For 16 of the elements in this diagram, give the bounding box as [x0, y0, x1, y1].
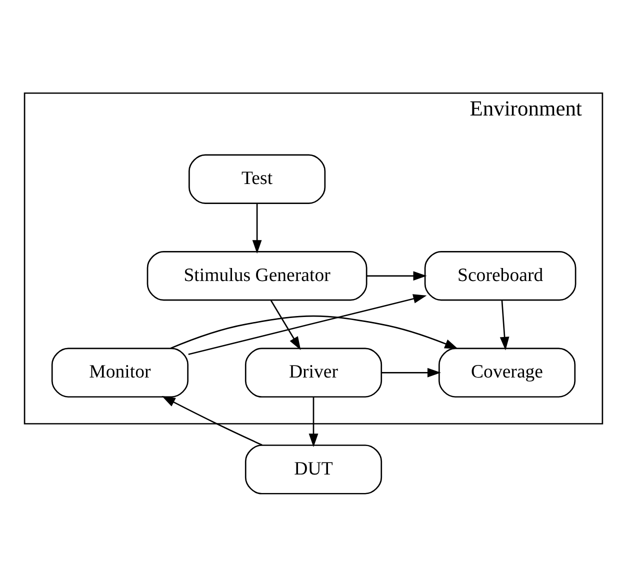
node-box: Monitor — [51, 347, 189, 398]
node-box: Coverage — [438, 347, 576, 398]
node-box: Test — [188, 154, 326, 204]
arrow — [382, 367, 441, 377]
arrow — [308, 396, 318, 447]
arrow — [270, 300, 301, 350]
arrow — [188, 294, 427, 355]
arrow — [500, 300, 510, 350]
arrow — [366, 270, 427, 280]
arrow — [170, 314, 458, 349]
arrow — [162, 396, 262, 446]
node-box: Stimulus Generator — [146, 250, 368, 300]
arrow — [252, 203, 262, 254]
node-box: Scoreboard — [424, 250, 576, 300]
node-box: Driver — [244, 347, 382, 398]
node-box: DUT — [244, 444, 382, 494]
